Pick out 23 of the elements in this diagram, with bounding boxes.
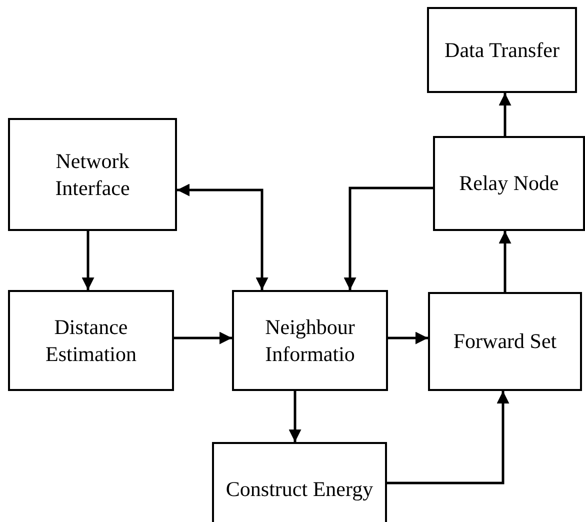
box-label: Network Interface [54,148,131,201]
arrow [288,391,302,442]
box-label: Neighbour Informatio [264,314,356,367]
box-label: Forward Set [452,328,558,355]
process-box [8,290,174,391]
arrow [498,93,512,136]
arrow [388,332,428,344]
arrow [174,332,232,344]
box-label: Construct Energy [224,476,374,503]
box-label: Data Transfer [444,36,560,64]
process-box [428,292,582,391]
process-box [232,290,388,391]
arrow [82,231,94,290]
box-label: Distance Estimation [44,314,138,367]
process-box [427,7,577,93]
arrow [498,231,512,292]
arrow [344,186,433,290]
arrow [177,184,268,290]
process-box [433,136,585,231]
arrow [387,391,510,484]
process-box [212,442,387,522]
box-label: Relay Node [458,170,560,197]
process-box [8,118,177,231]
